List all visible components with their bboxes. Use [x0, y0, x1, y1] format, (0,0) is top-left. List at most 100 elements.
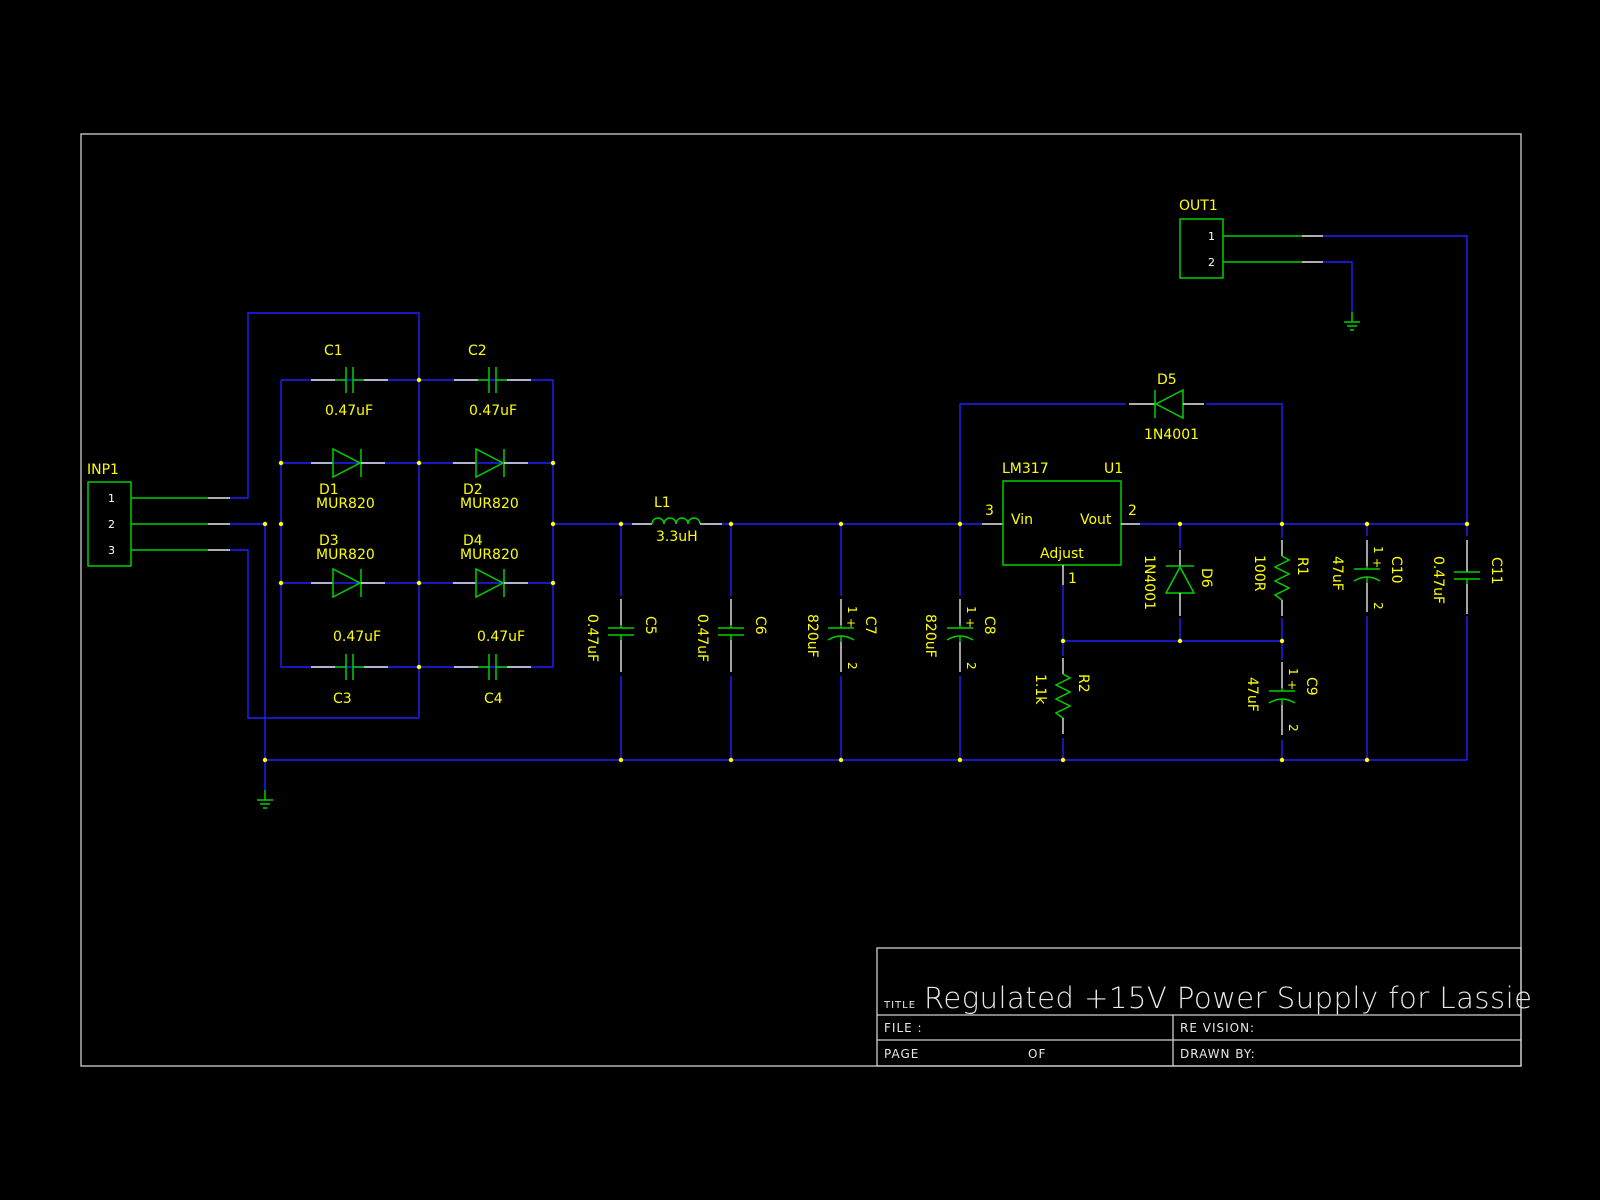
c7-pin1: 1 [845, 606, 859, 614]
c10-pin1: 1 [1371, 546, 1385, 554]
out1-ref: OUT1 [1179, 198, 1218, 214]
c9-pin1: 1 [1286, 668, 1300, 676]
c7-value: 820uF [804, 614, 820, 658]
d1-value: MUR820 [316, 496, 375, 512]
capacitor-c10: + 1 2 C10 47uF [1329, 536, 1404, 616]
c3-ref: C3 [333, 691, 352, 707]
d6-value: 1N4001 [1141, 555, 1157, 610]
c9-value: 47uF [1244, 677, 1260, 712]
u1-pin-out: 2 [1128, 503, 1137, 519]
out1-pin-1: 1 [1208, 230, 1215, 243]
inp1-pin-1: 1 [108, 492, 115, 505]
capacitor-c8: + 1 2 C8 820uF [922, 596, 997, 676]
d4-ref: D4 [463, 533, 483, 549]
c1-value: 0.47uF [325, 403, 373, 419]
capacitor-c5: C5 0.47uF [584, 596, 658, 676]
d4-value: MUR820 [460, 547, 519, 563]
capacitor-c6: C6 0.47uF [694, 596, 768, 676]
u1-ref: U1 [1104, 461, 1123, 477]
c8-pin1: 1 [964, 606, 978, 614]
junction-dots [262, 377, 1470, 763]
c6-ref: C6 [752, 616, 768, 635]
capacitor-c1: C1 0.47uF [311, 343, 388, 419]
diode-d5: D5 1N4001 [1126, 372, 1206, 443]
c3-value: 0.47uF [333, 629, 381, 645]
u1-vin-label: Vin [1011, 512, 1033, 528]
resistor-r2: R2 1.1k [1032, 656, 1091, 738]
inductor-l1: L1 3.3uH [632, 495, 722, 545]
r1-ref: R1 [1294, 557, 1310, 576]
capacitor-c11: C11 0.47uF [1430, 536, 1504, 616]
u1-part: LM317 [1002, 461, 1049, 477]
l1-value: 3.3uH [656, 529, 698, 545]
ground-icon [257, 790, 273, 809]
revision-label: RE VISION: [1180, 1021, 1255, 1035]
capacitor-c2: C2 0.47uF [454, 343, 531, 419]
c5-ref: C5 [642, 616, 658, 635]
drawing-title: Regulated +15V Power Supply for Lassie [924, 981, 1532, 1015]
diode-d6: D6 1N4001 [1141, 548, 1214, 618]
c11-ref: C11 [1488, 557, 1504, 585]
d1-ref: D1 [319, 482, 339, 498]
connector-inp1: INP1 1 2 3 [87, 462, 230, 567]
drawing-frame [80, 133, 1522, 1067]
c11-value: 0.47uF [1430, 556, 1446, 604]
d5-ref: D5 [1157, 372, 1177, 388]
d6-ref: D6 [1198, 568, 1214, 588]
title-prefix: TITLE [883, 1000, 916, 1011]
r2-value: 1.1k [1032, 674, 1048, 705]
c8-plus: + [965, 616, 975, 630]
c2-ref: C2 [468, 343, 487, 359]
c10-plus: + [1372, 556, 1382, 570]
c4-ref: C4 [484, 691, 503, 707]
out1-pin-2: 2 [1208, 256, 1215, 269]
capacitor-c3: 0.47uF C3 [311, 629, 388, 707]
c5-value: 0.47uF [584, 614, 600, 662]
diode-d4: D4 MUR820 [453, 533, 528, 599]
diode-d1: D1 MUR820 [311, 447, 385, 512]
c2-value: 0.47uF [469, 403, 517, 419]
c8-pin2: 2 [964, 662, 978, 670]
capacitor-c7: + 1 2 C7 820uF [804, 596, 878, 676]
d5-value: 1N4001 [1144, 427, 1199, 443]
l1-ref: L1 [654, 495, 671, 511]
diode-d2: D2 MUR820 [453, 447, 528, 512]
d2-value: MUR820 [460, 496, 519, 512]
c6-value: 0.47uF [694, 614, 710, 662]
c4-value: 0.47uF [477, 629, 525, 645]
u1-adjust-label: Adjust [1040, 546, 1084, 562]
ground-icon [1344, 312, 1360, 331]
c10-pin2: 2 [1371, 602, 1385, 610]
c7-ref: C7 [862, 616, 878, 635]
regulator-u1: LM317 U1 Vin Vout Adjust 3 2 1 [982, 461, 1140, 587]
u1-pin-adj: 1 [1068, 571, 1077, 587]
diode-d3: D3 MUR820 [311, 533, 385, 599]
c9-pin2: 2 [1286, 724, 1300, 732]
inp1-pin-2: 2 [108, 518, 115, 531]
resistor-r1: R1 100R [1251, 538, 1310, 618]
d2-ref: D2 [463, 482, 483, 498]
of-label: OF [1028, 1047, 1046, 1061]
page-label: PAGE [884, 1047, 919, 1061]
c10-ref: C10 [1388, 556, 1404, 584]
c8-ref: C8 [981, 616, 997, 635]
d3-value: MUR820 [316, 547, 375, 563]
r2-ref: R2 [1075, 674, 1091, 693]
c7-pin2: 2 [845, 662, 859, 670]
c7-plus: + [846, 616, 856, 630]
file-label: FILE : [884, 1021, 923, 1035]
inp1-pin-3: 3 [108, 544, 115, 557]
c8-value: 820uF [922, 614, 938, 658]
connector-out1: OUT1 1 2 [1179, 198, 1323, 279]
c10-value: 47uF [1329, 556, 1345, 591]
c9-ref: C9 [1303, 677, 1319, 696]
u1-vout-label: Vout [1080, 512, 1112, 528]
capacitor-c9: + 1 2 C9 47uF [1244, 660, 1319, 740]
u1-pin-in: 3 [985, 503, 994, 519]
capacitor-c4: 0.47uF C4 [454, 629, 531, 707]
c1-ref: C1 [324, 343, 343, 359]
d3-ref: D3 [319, 533, 339, 549]
c9-plus: + [1287, 678, 1297, 692]
drawn-by-label: DRAWN BY: [1180, 1047, 1256, 1061]
